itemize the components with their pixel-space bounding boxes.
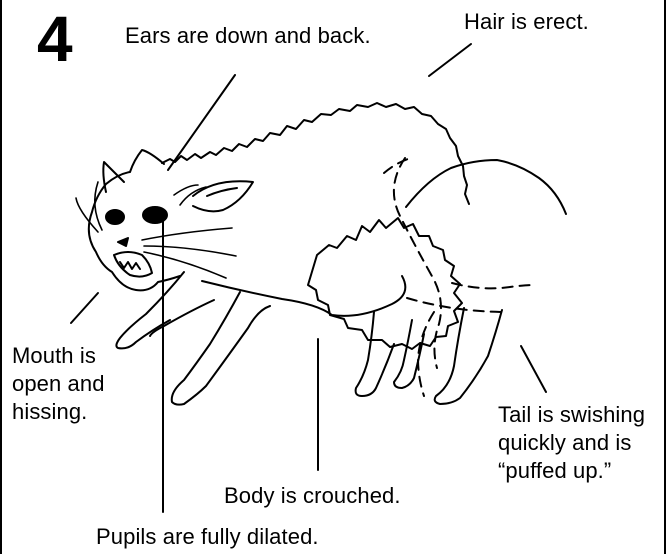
cat-nose: [118, 238, 128, 246]
cat-ear-inner: [207, 188, 237, 196]
cat-hind-leg-left: [356, 312, 394, 396]
cat-front-paw-back: [150, 300, 214, 336]
leader-tail: [521, 346, 546, 392]
leader-hair: [429, 44, 471, 76]
cat-eye-left: [106, 210, 124, 224]
cat-eye-right: [143, 207, 167, 223]
leader-mouth: [71, 293, 98, 323]
tail-ghost-1: [394, 158, 441, 368]
cat-mouth: [114, 252, 152, 277]
cat-hind-leg-right: [435, 308, 502, 404]
tail-ghost-4: [407, 298, 507, 312]
tail-motion-lines: [384, 158, 532, 396]
tail-ghost-3: [452, 283, 532, 288]
cat-ear-right: [193, 181, 253, 211]
cat-belly-outline: [202, 276, 405, 316]
cat-ear-left: [103, 162, 124, 192]
leader-ears: [168, 75, 235, 170]
tail-ghost-5: [384, 159, 408, 173]
leader-lines: [71, 44, 546, 512]
cat-whiskers: [76, 182, 236, 278]
cat-front-leg-right: [172, 292, 270, 405]
cat-rump: [406, 160, 566, 214]
cat-teeth: [120, 262, 140, 269]
cat-tail: [308, 218, 462, 349]
